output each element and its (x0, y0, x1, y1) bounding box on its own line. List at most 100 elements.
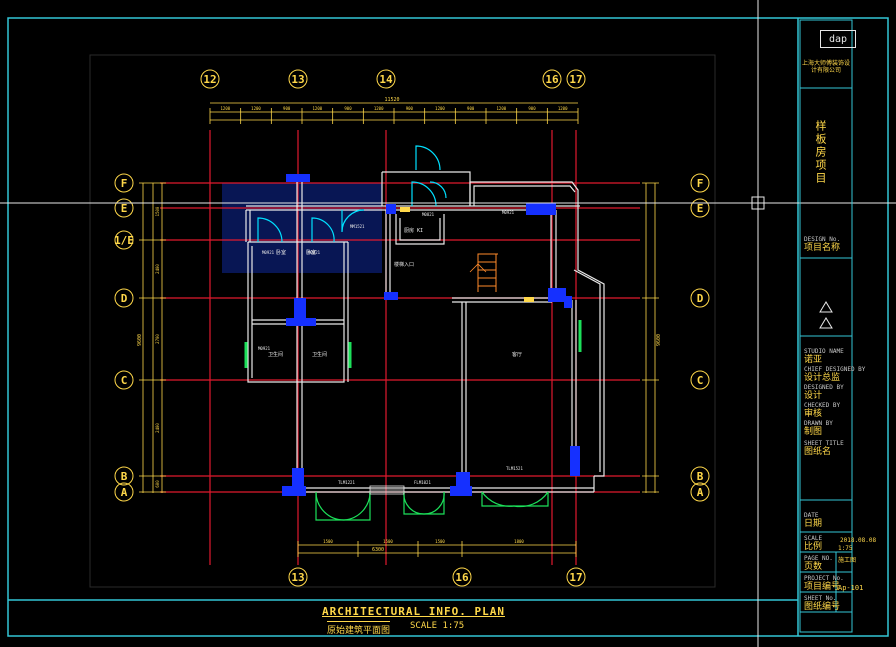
axis-label: B (697, 470, 704, 483)
axis-label: A (697, 486, 704, 499)
dim-label: 1800 (514, 539, 524, 544)
column (450, 486, 472, 496)
axis-bubble: A (690, 482, 710, 502)
room-label: 厨房 KI (404, 227, 423, 234)
axis-bubble: E (690, 198, 710, 218)
dim-label: 1200 (435, 106, 445, 111)
dim-label: 1500 (383, 539, 393, 544)
dim-label: 1500 (155, 206, 160, 216)
axis-label: D (121, 292, 128, 305)
tb-row-label: STUDIO NAME (804, 348, 844, 355)
column (286, 174, 310, 182)
room-label: 楼梯入口 (394, 261, 414, 268)
tb-row-label: CHIEF DESIGNED BY (804, 366, 866, 373)
dim-label: 900 (406, 106, 414, 111)
room-label: 卫生间 (312, 351, 327, 358)
tb-row-value: 诺亚 (804, 355, 823, 365)
tb-row-value: 设计总监 (804, 373, 841, 383)
firm-name: 上海大师傅装饰设计有限公司 (802, 60, 851, 74)
axis-bubble: B (690, 466, 710, 486)
axis-bubble: 16 (452, 567, 472, 587)
axis-label: B (121, 470, 128, 483)
axis-label: D (697, 292, 704, 305)
axis-bubble: 16 (542, 69, 562, 89)
drawing-title: ARCHITECTURAL INFO. PLAN (322, 605, 505, 618)
column (570, 446, 580, 476)
tb-row-value: 审核 (804, 409, 823, 419)
axis-label: A (121, 486, 128, 499)
dim-label: 900 (283, 106, 291, 111)
axis-label: C (121, 374, 128, 387)
tb-row-label: DESIGN No. (804, 236, 841, 243)
project-title: 样板房项目 (814, 120, 827, 185)
dim-bottom-total: 6300 (372, 547, 384, 553)
room-label: 卧室 (276, 249, 286, 256)
column (548, 288, 566, 302)
axis-label: E (697, 202, 704, 215)
tb-row-value: 制图 (804, 427, 823, 437)
axis-label: F (697, 177, 704, 190)
dim-label: 1500 (323, 539, 333, 544)
dim-left-total: 9600 (137, 334, 143, 346)
axis-bubble: F (690, 173, 710, 193)
wall-marker (524, 297, 534, 302)
title-block-sheet-no: Ap-101 (838, 584, 864, 592)
axis-bubble: C (690, 370, 710, 390)
tb-row-label: DESIGNED BY (804, 384, 844, 391)
door-tag: M0921 (502, 210, 515, 215)
firm-logo: dap (820, 30, 856, 48)
axis-bubble: B (114, 466, 134, 486)
dim-label: 1200 (221, 106, 231, 111)
axis-label: 12 (203, 73, 216, 86)
door-tag: M0921 (258, 346, 271, 351)
axis-bubble: 14 (376, 69, 396, 89)
tb-foot-value: 比例 (804, 542, 823, 552)
column (526, 203, 556, 215)
axis-bubble: 17 (566, 567, 586, 587)
dim-label: 1200 (313, 106, 323, 111)
dim-label: 2400 (155, 423, 160, 433)
dim-label: 1200 (497, 106, 507, 111)
dim-right-total: 9600 (656, 334, 662, 346)
axis-bubble: 17 (566, 69, 586, 89)
tb-foot-value: 页数 (804, 562, 823, 572)
axis-bubble: 13 (288, 567, 308, 587)
tb-row-label: CHECKED BY (804, 402, 841, 409)
axis-bubble: 1/E (114, 230, 134, 250)
column (384, 292, 398, 300)
axis-bubble: F (114, 173, 134, 193)
dim-label: 900 (528, 106, 536, 111)
door-tag: TLM1221 (338, 480, 355, 485)
tb-foot-label: PAGE NO. (804, 555, 833, 562)
door-swings (257, 145, 447, 243)
door-tag: M0921 (308, 250, 321, 255)
tb-foot-value: 日期 (804, 519, 823, 529)
axis-bubble: 13 (288, 69, 308, 89)
door-tag: M0921 (262, 250, 275, 255)
title-block-lines (799, 19, 853, 633)
walls (245, 171, 605, 493)
tb-row-value: 项目名称 (804, 243, 841, 253)
dim-label: 2700 (155, 334, 160, 344)
column (294, 298, 306, 324)
pickbox (751, 196, 765, 210)
axis-label: 17 (569, 73, 582, 86)
axis-label: 14 (379, 73, 393, 86)
axis-label: 13 (291, 73, 304, 86)
outer-frame (7, 17, 889, 637)
room-label: 卫生间 (268, 351, 283, 358)
dim-label: 1200 (558, 106, 568, 111)
axis-bubble: 12 (200, 69, 220, 89)
column (282, 486, 306, 496)
axis-bubble: C (114, 370, 134, 390)
tb-foot-value: 项目编号 (804, 582, 841, 592)
axis-label: 16 (545, 73, 559, 86)
tb-foot-label: SCALE (804, 535, 823, 542)
axis-label: C (697, 374, 704, 387)
column (286, 318, 316, 326)
